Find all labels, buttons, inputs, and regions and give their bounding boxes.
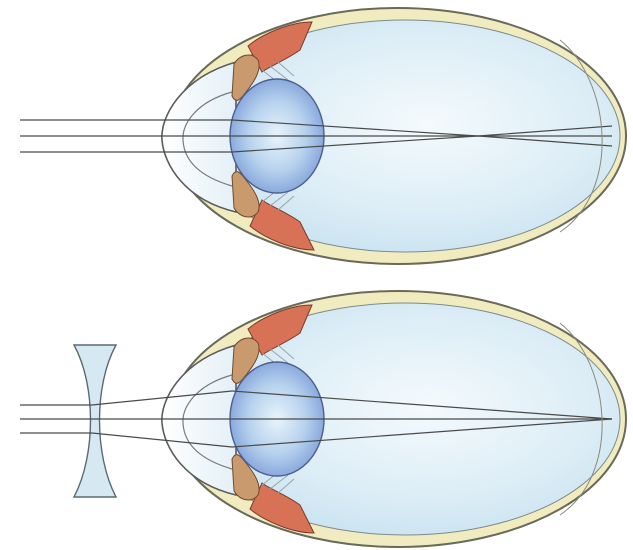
eye-diagram-corrected bbox=[0, 275, 633, 550]
uncorrected-eye-figure bbox=[0, 0, 633, 275]
cornea bbox=[162, 62, 236, 212]
corrected-eye-figure bbox=[0, 275, 633, 550]
cornea bbox=[162, 345, 236, 495]
concave-corrective-lens bbox=[74, 345, 116, 497]
eye-diagram bbox=[0, 0, 633, 275]
